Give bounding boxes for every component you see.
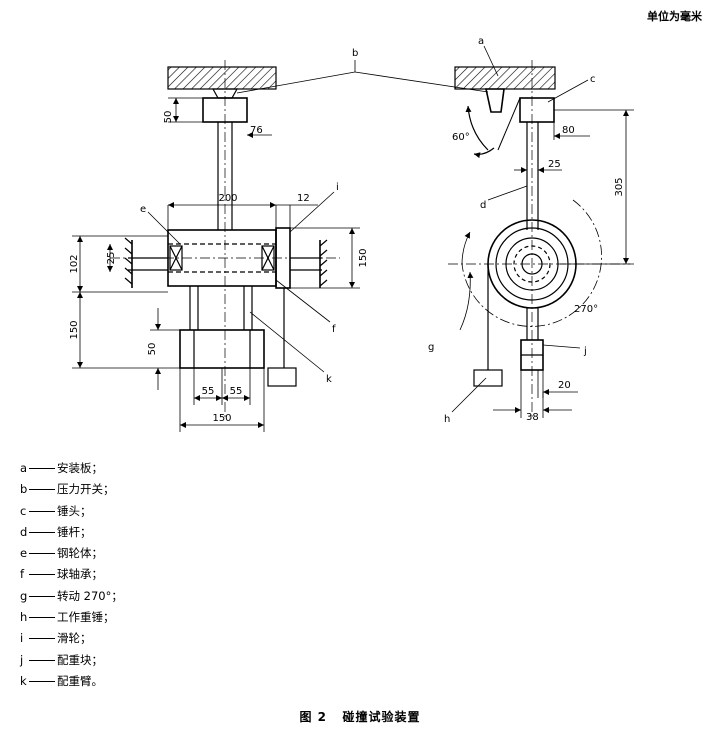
working-weight-side <box>473 369 503 387</box>
legend-item: b 压力开关； <box>20 479 123 500</box>
legend-dash <box>29 531 55 533</box>
legend-text: 球轴承； <box>57 567 103 582</box>
callout-g: g <box>428 342 434 353</box>
dim-55-a: 55 <box>202 386 215 397</box>
dim-200: 200 <box>218 193 237 204</box>
legend-item: g 转动 270°； <box>20 586 123 607</box>
callout-d: d <box>480 200 486 211</box>
legend-text: 锤头； <box>57 503 92 518</box>
angle-60: 60° <box>452 132 470 143</box>
legend-dash <box>29 659 55 661</box>
dim-50-head: 50 <box>163 111 174 124</box>
legend-key: c <box>20 503 27 518</box>
dim-80: 80 <box>562 125 575 136</box>
legend-text: 锤杆； <box>57 524 92 539</box>
dim-150-left: 150 <box>69 320 80 339</box>
legend-item: i 滑轮； <box>20 628 123 649</box>
legend-key: g <box>20 588 28 603</box>
legend-key: h <box>20 610 28 625</box>
legend-item: c 锤头； <box>20 501 123 522</box>
mounting-plate-front <box>167 66 277 90</box>
dim-12: 12 <box>297 193 310 204</box>
legend-dash <box>29 680 55 682</box>
callout-e: e <box>140 204 146 215</box>
dim-305: 305 <box>614 177 625 196</box>
legend-item: k 配重臂。 <box>20 671 123 692</box>
dim-25: 25 <box>106 252 117 265</box>
working-weight-front <box>267 367 297 387</box>
angle-270: 270° <box>574 304 598 315</box>
legend-item: h 工作重锤； <box>20 607 123 628</box>
legend: a 安装板； b 压力开关； c 锤头； d 锤杆； e 钢轮体； f 球轴承； g 转动 2… <box>20 458 123 692</box>
callout-b: b <box>352 48 358 59</box>
figure-caption: 图 2 碰撞试验装置 <box>0 708 720 725</box>
legend-key: d <box>20 524 28 539</box>
pressure-switch-side <box>485 88 505 113</box>
dim-25-side: 25 <box>548 159 561 170</box>
callout-h: h <box>444 414 450 425</box>
legend-key: f <box>20 567 25 582</box>
legend-text: 工作重锤； <box>57 610 115 625</box>
legend-text: 配重块； <box>57 652 103 667</box>
callout-k: k <box>326 374 332 385</box>
dim-55-b: 55 <box>230 386 243 397</box>
callout-j: j <box>583 346 587 357</box>
dim-38: 38 <box>526 412 539 423</box>
figure-number: 图 2 <box>299 710 327 724</box>
legend-item: j 配重块； <box>20 650 123 671</box>
legend-key: j <box>20 652 24 667</box>
legend-item: e 钢轮体； <box>20 543 123 564</box>
legend-text: 钢轮体； <box>57 546 103 561</box>
dim-50-block: 50 <box>147 343 158 356</box>
legend-key: e <box>20 546 28 561</box>
counterweight-front <box>179 329 265 369</box>
dim-102: 102 <box>69 254 80 273</box>
dim-76: 76 <box>250 125 263 136</box>
legend-dash <box>29 489 55 491</box>
legend-text: 转动 270°； <box>57 588 123 603</box>
legend-dash <box>29 574 55 576</box>
figure-title: 碰撞试验装置 <box>342 710 421 724</box>
legend-key: b <box>20 482 28 497</box>
callout-c: c <box>590 74 596 85</box>
legend-dash <box>29 617 55 619</box>
legend-key: i <box>20 631 24 646</box>
legend-item: d 锤杆； <box>20 522 123 543</box>
legend-dash <box>29 468 55 469</box>
callout-a: a <box>478 36 484 47</box>
legend-text: 滑轮； <box>57 631 92 646</box>
dim-150-right: 150 <box>358 248 369 267</box>
legend-item: a 安装板； <box>20 458 123 479</box>
callout-i: i <box>336 182 339 193</box>
dim-150-bottom: 150 <box>212 413 231 424</box>
legend-text: 配重臂。 <box>57 673 103 688</box>
legend-item: f 球轴承； <box>20 564 123 585</box>
unit-note: 单位为毫米 <box>647 10 702 23</box>
mounting-plate-side <box>454 66 556 90</box>
legend-text: 安装板； <box>57 461 103 475</box>
legend-dash <box>29 553 55 555</box>
legend-dash <box>29 638 55 640</box>
legend-key: a <box>20 461 28 475</box>
legend-key: k <box>20 673 27 688</box>
dim-20: 20 <box>558 380 571 391</box>
legend-text: 压力开关； <box>57 482 115 497</box>
callout-f: f <box>332 324 336 335</box>
legend-dash <box>29 595 55 597</box>
legend-dash <box>29 510 55 512</box>
